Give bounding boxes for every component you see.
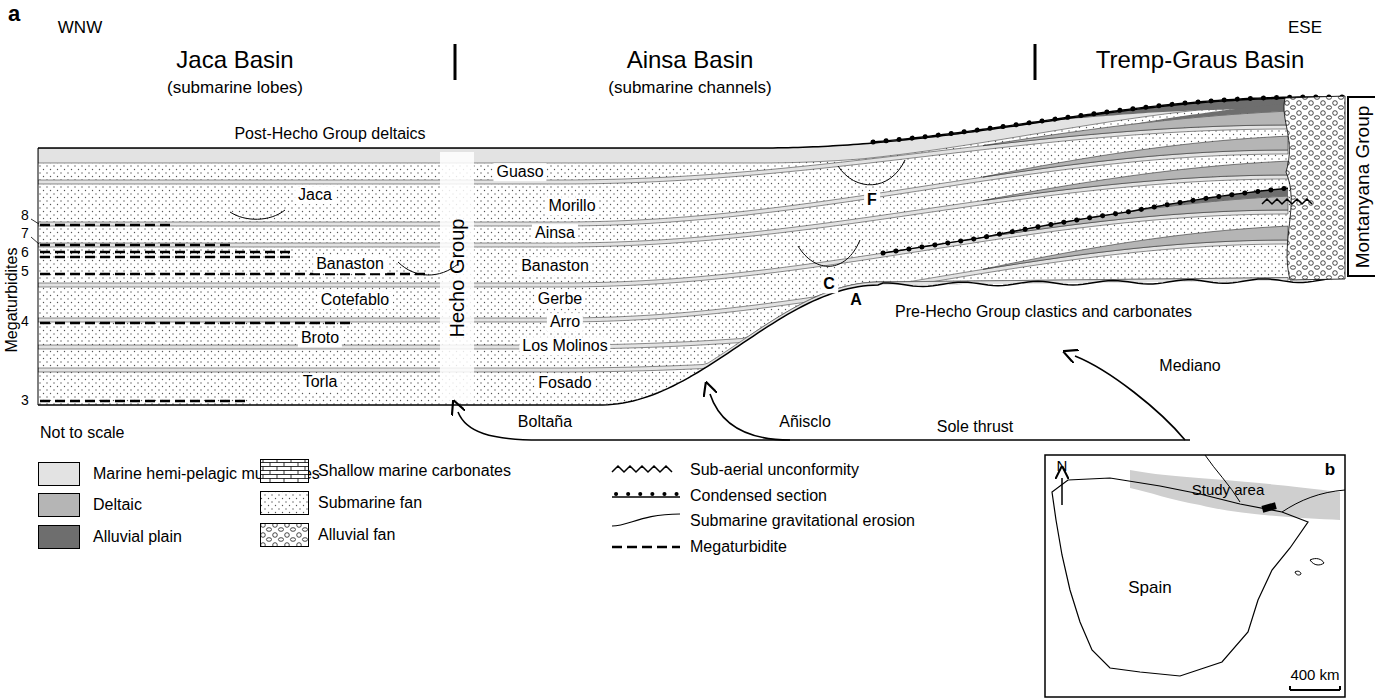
legend-sample	[610, 534, 682, 560]
axis-label: Megaturbidites	[3, 248, 21, 353]
legend-text: Submarine fan	[318, 494, 422, 512]
legend-swatch	[38, 493, 80, 517]
basin-divider	[455, 44, 1035, 80]
legend-text: Shallow marine carbonates	[318, 462, 511, 480]
group-bracket	[1348, 97, 1375, 276]
location-map	[1045, 455, 1345, 697]
legend-sample	[610, 483, 682, 509]
panel-letter: b	[1325, 461, 1335, 480]
unit-label: Arro	[547, 313, 583, 331]
condensed-section	[883, 188, 1288, 253]
condensed-section	[883, 188, 1288, 253]
legend-swatch	[38, 525, 80, 549]
north-label: N	[1057, 458, 1068, 475]
basin-subtitle: (submarine channels)	[608, 79, 771, 98]
group-label: Hecho Group	[446, 219, 468, 338]
unit-label: Guaso	[493, 163, 546, 181]
map-label: Spain	[1128, 579, 1171, 598]
map-label: Study area	[1192, 482, 1265, 499]
callout-number: 8	[21, 208, 29, 223]
unit-label: Morillo	[545, 197, 598, 215]
thrust-fault	[458, 356, 1190, 440]
basin-name: Jaca Basin	[176, 47, 293, 73]
unit-label: Gerbe	[535, 290, 585, 308]
megaturbidite-lines	[40, 225, 430, 401]
legend-text: Deltaic	[93, 496, 142, 514]
callout-number: 5	[21, 264, 29, 279]
condensed-section	[873, 97, 1345, 142]
scale-note: Not to scale	[40, 424, 124, 442]
unit-label: Broto	[298, 329, 342, 347]
basin-name: Ainsa Basin	[627, 47, 754, 73]
direction-label: WNW	[58, 19, 102, 38]
mudstone-band	[38, 278, 1288, 349]
unconformity	[1262, 199, 1312, 204]
legend-text: Condensed section	[690, 487, 827, 505]
legend-text: Megaturbidite	[690, 538, 787, 556]
legend-sample	[610, 508, 682, 534]
legend-sample	[610, 457, 682, 483]
unit-label: Post-Hecho Group deltaics	[234, 125, 425, 143]
legend-text: Alluvial fan	[318, 526, 395, 544]
callout-number: 6	[21, 245, 29, 260]
mudstone-band	[38, 98, 1288, 163]
group-band	[440, 152, 474, 402]
unit-label: Fosado	[535, 374, 594, 392]
thrust-label: Boltaña	[518, 413, 572, 431]
callout-letter: F	[864, 191, 880, 209]
thrust-label: Mediano	[1159, 357, 1220, 375]
legend-text: Submarine gravitational erosion	[690, 512, 915, 530]
callout-number: 3	[21, 393, 29, 408]
legend-text: Alluvial plain	[93, 528, 182, 546]
legend-text: Sub-aerial unconformity	[690, 461, 859, 479]
submarine-fan-fill	[38, 98, 1345, 405]
section-edge	[38, 148, 39, 405]
unit-label: Jaca	[295, 186, 335, 204]
top-surface	[38, 98, 1345, 148]
thrust-label: Sole thrust	[937, 418, 1013, 436]
erosion-surface	[230, 160, 905, 275]
mudstone-band	[38, 278, 1288, 372]
callout-letter: C	[820, 275, 838, 293]
unit-label: Ainsa	[532, 224, 578, 242]
deltaic-wedge	[983, 226, 1288, 269]
alluvial-fan	[1284, 96, 1345, 280]
group-label: Montanyana Group	[1353, 106, 1374, 269]
basin-subtitle: (submarine lobes)	[167, 79, 303, 98]
scale-label: 400 km	[1290, 667, 1339, 684]
unit-label: Los Molinos	[519, 337, 610, 355]
leader-line	[31, 219, 39, 244]
unit-label: Torla	[300, 373, 341, 391]
unit-label: Cotefablo	[318, 291, 393, 309]
condensed-section	[873, 97, 1345, 142]
direction-label: ESE	[1288, 19, 1322, 38]
callout-letter: A	[850, 291, 862, 309]
unit-label: Banaston	[518, 257, 592, 275]
basal-surface	[38, 278, 1345, 405]
callout-number: 7	[21, 226, 29, 241]
thrust-label: Añisclo	[779, 413, 831, 431]
legend-swatch	[38, 462, 80, 486]
unit-label: Banaston	[313, 255, 387, 273]
callout-number: 4	[21, 314, 29, 329]
unit-label: Pre-Hecho Group clastics and carbonates	[895, 303, 1192, 321]
basin-name: Tremp-Graus Basin	[1096, 47, 1305, 73]
panel-letter: a	[8, 2, 20, 26]
strata	[38, 96, 1345, 405]
